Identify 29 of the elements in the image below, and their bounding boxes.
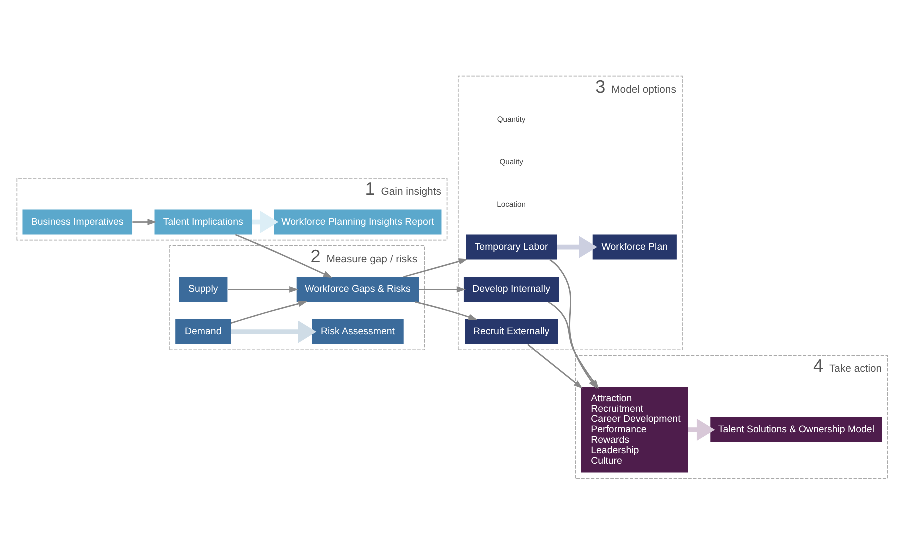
arrow [252,211,279,234]
node-box: Talent Solutions & Ownership Model [710,418,882,443]
node-box: Develop Internally [464,277,560,302]
arrow [228,286,299,293]
node-box: Attraction Recruitment Career Development Performance Rewards Leadership Culture [581,387,688,473]
node-box: Business Imperatives [22,210,133,235]
node-box: Workforce Planning Insights Report [274,210,442,235]
arrow [132,219,157,226]
arrow [404,258,468,278]
arrow [419,286,466,293]
arrow [550,259,597,389]
arrow [528,344,583,389]
node-box: Demand [176,320,232,345]
label: Quality [500,157,524,166]
arrow [231,320,317,344]
node-box: Temporary Labor [466,234,558,260]
label: Location [497,200,526,209]
arrow [231,300,308,324]
label: Quantity [497,115,526,124]
node-box: Workforce Plan [592,234,677,260]
node-box: Recruit Externally [465,320,558,345]
node-box: Talent Implications [154,210,252,235]
arrow [557,236,598,258]
arrow [688,418,716,442]
node-box: Workforce Gaps & Risks [296,277,420,302]
node-box: Risk Assessment [312,320,404,345]
arrow [235,234,333,278]
arrow [415,302,478,320]
node-box: Supply [179,277,228,302]
